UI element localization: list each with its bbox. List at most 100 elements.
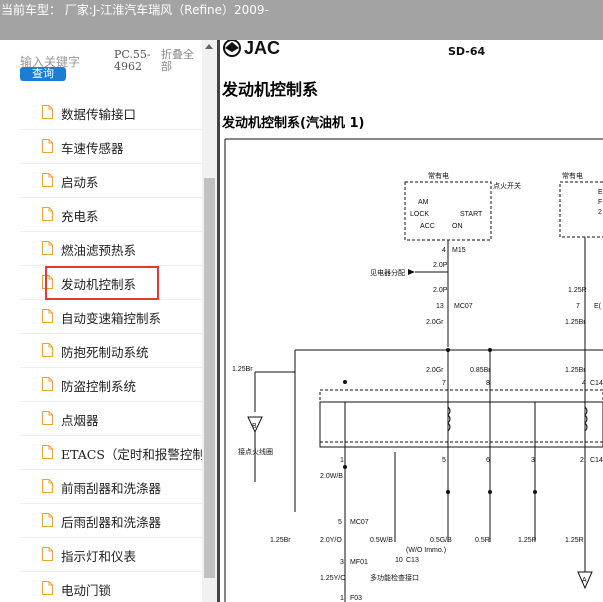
document-icon <box>42 479 53 493</box>
page-heading: 发动机控制系 <box>222 80 319 99</box>
schematic-label: 2.0P <box>433 262 448 269</box>
nav-item-label: 数据传输接口 <box>61 107 137 122</box>
nav-item[interactable]: 指示灯和仪表 <box>20 538 202 572</box>
schematic-label: 0.5W/B <box>370 537 393 544</box>
sidebar: 输入关键字 查询 PC.55-4962 折叠全部 数据传输接口车速传感器启动系充… <box>0 40 217 602</box>
schematic-label: 常有电 <box>562 171 583 180</box>
page-subheading: 发动机控制系(汽油机 1) <box>222 116 365 131</box>
schematic-label: 4 <box>582 380 586 387</box>
schematic-label: 2.0P <box>433 287 448 294</box>
jac-logo: JAC <box>223 40 280 58</box>
schematic-label: 2.0W/B <box>320 473 343 480</box>
document-icon <box>42 105 53 119</box>
schematic-label: 4 <box>442 247 446 254</box>
schematic-label: 2 <box>598 209 602 216</box>
schematic-label: (W/O Immo.) <box>406 547 446 554</box>
schematic-label: 2 <box>580 457 584 464</box>
nav-item[interactable]: 前雨刮器和洗涤器 <box>20 470 202 504</box>
document-icon <box>42 547 53 561</box>
document-icon <box>42 139 53 153</box>
sidebar-scrollbar[interactable] <box>202 40 217 602</box>
nav-item-label: 点烟器 <box>61 413 99 428</box>
schematic-label: START <box>460 211 483 218</box>
schematic-label: F03 <box>350 595 362 602</box>
schematic-label: 5 <box>442 457 446 464</box>
schematic-label: C14 <box>590 457 603 464</box>
nav-item-label: 前雨刮器和洗涤器 <box>61 481 162 496</box>
schematic-label: MC07 <box>454 303 473 310</box>
schematic-label: E( <box>594 303 602 310</box>
nav-item-label: 自动变速箱控制系 <box>61 311 162 326</box>
schematic-label: 1.25Y/O <box>320 575 346 582</box>
nav-item-label: 电动门锁 <box>61 583 112 598</box>
nav-item[interactable]: 防抱死制动系统 <box>20 334 202 368</box>
document-icon <box>42 411 53 425</box>
search-button[interactable]: 查询 <box>20 67 66 81</box>
nav-item[interactable]: 后雨刮器和洗涤器 <box>20 504 202 538</box>
schematic-label: 13 <box>436 303 444 310</box>
nav-item-label: 燃油滤预热系 <box>61 243 137 258</box>
pane-divider[interactable] <box>217 40 220 602</box>
document-icon <box>42 309 53 323</box>
pc-code: PC.55-4962 <box>114 48 151 73</box>
vehicle-title: 当前车型： 厂家:J-江淮汽车瑞风（Refine）2009- <box>1 3 269 17</box>
nav-item-label: 车速传感器 <box>61 141 124 156</box>
schematic-label: MC07 <box>350 519 369 526</box>
nav-item[interactable]: 启动系 <box>20 164 202 198</box>
nav-item[interactable]: 充电系 <box>20 198 202 232</box>
schematic-label: 3 <box>340 559 344 566</box>
schematic-label: 0.85Br <box>470 367 491 374</box>
nav-item-label: 发动机控制系 <box>61 277 137 292</box>
wiring-diagram-pane: JAC SD-64 发动机控制系 发动机控制系(汽油机 1) <box>220 40 603 602</box>
schematic-label: 1.25R <box>565 537 584 544</box>
nav-item-label: 防盗控制系统 <box>61 379 137 394</box>
nav-item[interactable]: 防盗控制系统 <box>20 368 202 402</box>
collapse-all-link[interactable]: 折叠全部 <box>161 48 194 73</box>
schematic-label: A <box>582 577 587 584</box>
schematic-label: 1 <box>340 457 344 464</box>
schematic-label: F <box>598 199 602 206</box>
schematic-label: ACC <box>420 223 435 230</box>
nav-item[interactable]: 点烟器 <box>20 402 202 436</box>
nav-item-label: 指示灯和仪表 <box>61 549 137 564</box>
schematic-label: 见电器分配 <box>370 268 405 277</box>
nav-item[interactable]: 数据传输接口 <box>20 96 202 130</box>
logo-text: JAC <box>244 40 280 58</box>
schematic-label: C14 <box>590 380 603 387</box>
schematic-label: C13 <box>406 557 419 564</box>
schematic-label: 7 <box>576 303 580 310</box>
nav-item[interactable]: ETACS（定时和报警控制 <box>20 436 205 470</box>
schematic-label: 接点火线圈 <box>238 447 273 456</box>
schematic-label: 1.25Br <box>565 367 586 374</box>
scroll-up-arrow-icon[interactable] <box>205 44 213 49</box>
schematic-label: MF01 <box>350 559 368 566</box>
nav-item[interactable]: 自动变速箱控制系 <box>20 300 202 334</box>
schematic-label: LOCK <box>410 211 429 218</box>
document-icon <box>42 173 53 187</box>
schematic-label: 点火开关 <box>493 181 521 190</box>
schematic-label: 2.0Gr <box>426 319 444 326</box>
schematic-label: 多功能检查接口 <box>370 573 419 582</box>
nav-item-label: 防抱死制动系统 <box>61 345 149 360</box>
schematic-label: 1.25Br <box>232 366 253 373</box>
jac-logo-icon <box>223 40 241 57</box>
schematic-label: 7 <box>442 380 446 387</box>
schematic-label: B <box>252 423 257 430</box>
schematic-label: 1 <box>340 595 344 602</box>
document-icon <box>42 207 53 221</box>
schematic-label: ON <box>452 223 463 230</box>
schematic-label: 1.25R <box>568 287 587 294</box>
search-input[interactable]: 输入关键字 <box>20 55 81 69</box>
nav-item-label: ETACS（定时和报警控制 <box>61 447 205 462</box>
schematic-label: 2.0Y/O <box>320 537 342 544</box>
document-icon <box>42 343 53 357</box>
nav-item[interactable]: 车速传感器 <box>20 130 202 164</box>
nav-item[interactable]: 电动门锁 <box>20 572 202 602</box>
nav-item[interactable]: 燃油滤预热系 <box>20 232 202 266</box>
document-code: SD-64 <box>448 45 486 58</box>
scroll-thumb[interactable] <box>204 178 215 578</box>
schematic-label: 3 <box>531 457 535 464</box>
nav-item-label: 启动系 <box>61 175 99 190</box>
schematic-label: 10 <box>395 557 403 564</box>
